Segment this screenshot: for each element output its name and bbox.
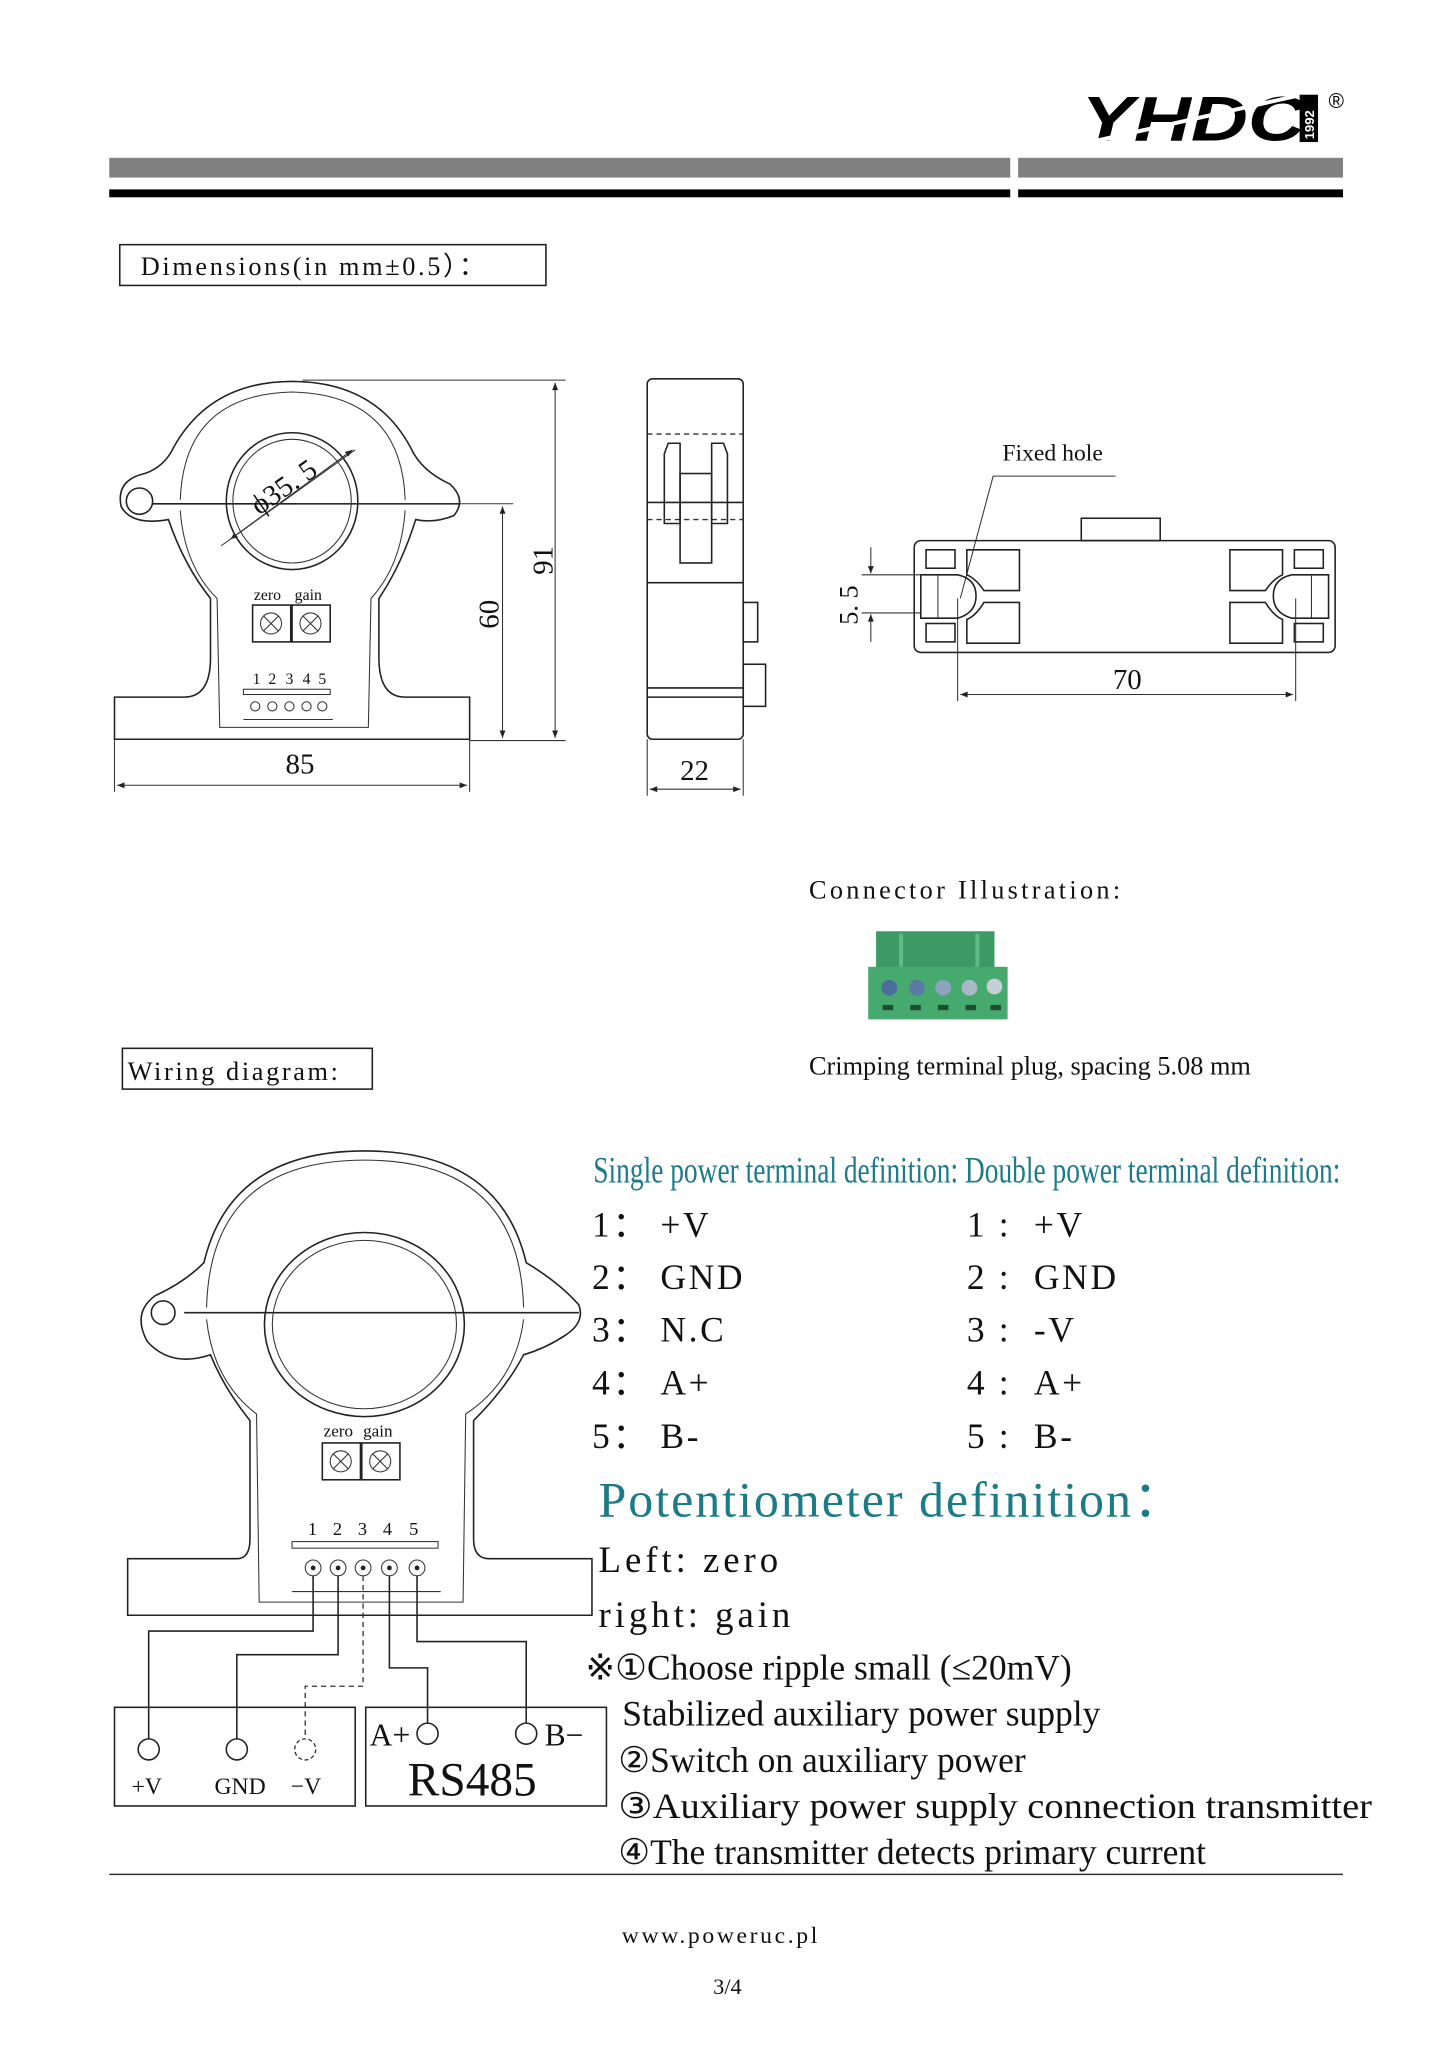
minus-v-label: −V	[291, 1774, 321, 1800]
connector-caption: Crimping terminal plug, spacing 5.08 mm	[809, 1052, 1251, 1081]
rs485-box	[364, 1706, 608, 1807]
power-supply-box	[113, 1706, 356, 1807]
wiring-diagram: zero gain 1 2 3 4 5 +V GND −V A+	[113, 1150, 608, 1807]
pin-label: 3	[285, 671, 293, 688]
pin-label: 2	[333, 1519, 342, 1539]
terminal-pins-icon	[291, 1541, 441, 1593]
header-rules	[109, 157, 1344, 198]
double-pin-value: -V	[1034, 1310, 1077, 1350]
single-pin-num: 4：	[592, 1362, 651, 1402]
slot-5-5-label: 5. 5	[835, 585, 864, 624]
zero-label: zero	[254, 587, 281, 604]
double-pin-num: 5 :	[967, 1416, 1011, 1456]
bottom-view-drawing: Fixed hole 5. 5 70	[835, 440, 1336, 702]
wiring-heading: Wiring diagram:	[121, 1047, 374, 1090]
gain-label: gain	[295, 587, 322, 604]
double-pin-num: 1 :	[967, 1204, 1011, 1244]
single-pin-value: GND	[660, 1257, 745, 1297]
fixed-hole-label: Fixed hole	[1002, 440, 1103, 466]
double-pin-num: 3 :	[967, 1310, 1011, 1350]
note-item: ※①Choose ripple small (≤20mV)	[585, 1648, 1071, 1688]
single-pin-value: N.C	[660, 1310, 726, 1350]
potentiometer-title: Potentiometer definition：	[599, 1472, 1185, 1528]
definitions-title: Single power terminal definition: Double…	[593, 1149, 1340, 1190]
pin-label: 1	[253, 671, 265, 688]
pot-left-label: Left: zero	[599, 1539, 783, 1580]
note-item: ④The transmitter detects primary current	[618, 1832, 1206, 1872]
dimensions-heading-text: Dimensions(in mm±0.5）：	[141, 252, 488, 281]
plus-v-label: +V	[132, 1774, 162, 1800]
pin-label: 5	[318, 671, 326, 688]
single-pin-num: 5：	[592, 1416, 651, 1456]
b-minus-label: B−	[545, 1717, 584, 1752]
dimensions-heading: Dimensions(in mm±0.5）：	[118, 243, 547, 287]
a-plus-label: A+	[370, 1717, 411, 1752]
gnd-label: GND	[214, 1774, 265, 1800]
pin-label: 3	[358, 1519, 367, 1539]
yhdc-logo: YHDC 1992 ®	[1078, 85, 1345, 155]
double-pin-num: 4 :	[967, 1362, 1011, 1402]
diameter-label: ϕ35. 5	[245, 453, 323, 521]
terminal-pins-icon	[242, 688, 333, 721]
logo-year: 1992	[1302, 110, 1317, 139]
terminal-definitions: Single power terminal definition: Double…	[585, 1149, 1372, 1871]
pin-label: 1	[308, 1519, 317, 1539]
single-pin-num: 3：	[592, 1310, 651, 1350]
double-pin-value: GND	[1034, 1257, 1119, 1297]
pot-right-label: right: gain	[599, 1594, 795, 1635]
single-pin-value: B-	[660, 1416, 701, 1456]
footer-website: www.poweruc.pl	[622, 1923, 820, 1949]
pin-label: 5	[409, 1519, 418, 1539]
pin-label: 2	[268, 671, 276, 688]
pin-label: 4	[383, 1519, 392, 1539]
single-pin-value: A+	[660, 1362, 711, 1402]
rs485-label: RS485	[408, 1754, 537, 1806]
height-91-label: 91	[528, 546, 560, 575]
gain-potentiometer-icon	[369, 1450, 392, 1473]
zero-potentiometer-icon	[329, 1450, 352, 1473]
wiring-heading-text: Wiring diagram:	[128, 1057, 341, 1086]
double-pin-num: 2 :	[967, 1257, 1011, 1297]
note-item: ②Switch on auxiliary power	[618, 1740, 1026, 1780]
note-item: ③Auxiliary power supply connection trans…	[618, 1786, 1372, 1826]
pin-label: 4	[303, 671, 311, 688]
single-pin-num: 2：	[592, 1257, 651, 1297]
double-pin-value: A+	[1034, 1362, 1085, 1402]
zero-potentiometer-icon	[259, 612, 283, 635]
side-view-drawing: 22	[646, 378, 767, 796]
page-number: 3/4	[713, 1974, 742, 1999]
double-pin-value: +V	[1034, 1204, 1085, 1244]
note-item: Stabilized auxiliary power supply	[622, 1694, 1100, 1734]
connector-plug-image	[868, 931, 1008, 1020]
gain-label: gain	[363, 1421, 393, 1440]
registered-mark: ®	[1329, 90, 1345, 113]
height-60-label: 60	[474, 600, 506, 629]
spacing-70-label: 70	[1113, 664, 1142, 696]
double-pin-value: B-	[1034, 1416, 1075, 1456]
zero-label: zero	[324, 1421, 353, 1440]
width-85-label: 85	[285, 748, 314, 780]
gain-potentiometer-icon	[299, 612, 322, 635]
front-view-drawing: ϕ35. 5 zero gain 1 2 3 4 5 91 60 85	[113, 379, 566, 792]
single-pin-value: +V	[660, 1204, 711, 1244]
single-pin-num: 1：	[592, 1204, 651, 1244]
width-22-label: 22	[680, 755, 709, 787]
connector-heading: Connector Illustration:	[809, 875, 1123, 904]
